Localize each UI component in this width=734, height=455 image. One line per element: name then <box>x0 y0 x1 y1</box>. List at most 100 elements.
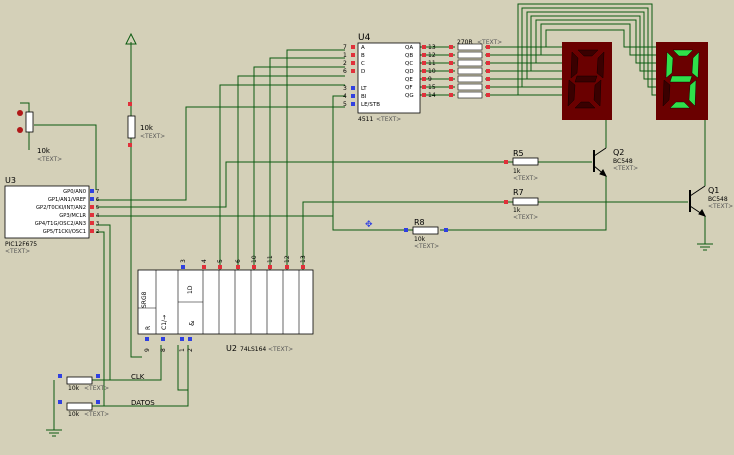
u4-pin-marker <box>422 69 426 73</box>
clk-r-value: 10k <box>68 385 80 392</box>
u4-pin-marker <box>422 61 426 65</box>
segment-a <box>672 49 694 57</box>
u3-pin-marker <box>90 205 94 209</box>
u3-pin-num: 2 <box>96 229 99 235</box>
rpack-pin-marker <box>449 85 453 89</box>
datos-r-text: <TEXT> <box>84 411 109 418</box>
rpack-pin-marker <box>486 45 490 49</box>
q2-ref: Q2 <box>613 148 624 157</box>
u4-pin-num: 7 <box>343 44 347 51</box>
u4-pin-name: QF <box>405 85 413 91</box>
u4-pin-marker <box>422 93 426 97</box>
u3-pin-num: 6 <box>96 197 99 203</box>
rpack-resistor <box>457 59 483 67</box>
display-right <box>656 42 708 120</box>
u4-pin-num: 5 <box>343 101 347 108</box>
u2-pin-marker <box>218 265 222 269</box>
u2-pin-num: 9 <box>144 348 151 352</box>
probe-cross-icon: ✥ <box>365 220 373 230</box>
u4-pin-marker <box>422 45 426 49</box>
u4-pin-name: D <box>361 69 365 75</box>
u3-pin-marker <box>90 213 94 217</box>
datos-resistor: 10k <TEXT> DATOS <box>58 399 155 418</box>
u4-pin-marker <box>351 45 355 49</box>
segment-f <box>570 51 579 79</box>
u4-pin-name: LT <box>361 86 367 92</box>
u2-c1: C1/→ <box>161 315 168 330</box>
probe-marker: ✥ <box>365 220 373 230</box>
u4-pin-marker <box>422 77 426 81</box>
u4-pin-num: 12 <box>428 52 436 59</box>
segment-b <box>596 51 605 79</box>
u4-text: <TEXT> <box>376 116 401 123</box>
u2-pin-num: 13 <box>300 255 307 263</box>
r5-ref: R5 <box>513 149 524 158</box>
rpack-pin-marker <box>486 93 490 97</box>
u2-srg: SRG8 <box>141 291 148 308</box>
rpack-pin-marker <box>486 85 490 89</box>
u2-pin-num: 3 <box>180 259 187 263</box>
u4-pin-name: QD <box>405 69 414 75</box>
u4-pin-marker <box>351 86 355 90</box>
clk-resistor: 10k <TEXT> CLK <box>58 373 145 392</box>
u3-pin-marker <box>90 221 94 225</box>
q1-part: BC548 <box>708 196 728 203</box>
u3-ref: U3 <box>5 176 16 185</box>
transistor-q2: Q2 BC548 <TEXT> <box>593 147 638 177</box>
pullup-text: <TEXT> <box>140 133 165 140</box>
rpack-pin-marker <box>486 61 490 65</box>
rpack-resistor <box>457 75 483 83</box>
segment-b <box>691 51 700 79</box>
u2-pin-marker <box>145 337 149 341</box>
u3-pin-num: 3 <box>96 221 99 227</box>
u4-pin-marker <box>422 85 426 89</box>
u2-pin-marker <box>202 265 206 269</box>
u3-pin-num: 4 <box>96 213 99 219</box>
u2-part: 74LS164 <box>240 346 266 353</box>
u3-pin-name: GP1/AN1/VREF <box>48 197 86 203</box>
u4-pin-name: QG <box>405 93 414 99</box>
q2-part: BC548 <box>613 158 633 165</box>
u2-pin-marker <box>301 265 305 269</box>
u4-pin-name: QE <box>405 77 413 83</box>
u2-pin-marker <box>252 265 256 269</box>
rpack-resistor <box>457 51 483 59</box>
q2-text: <TEXT> <box>613 165 638 172</box>
vcc-arrow-icon <box>125 32 137 45</box>
rpack-pin-marker <box>449 77 453 81</box>
u2-pin-num: 6 <box>235 259 242 263</box>
r7-ref: R7 <box>513 188 524 197</box>
u4-pin-num: 3 <box>343 85 347 92</box>
potentiometer: 10k <TEXT> <box>17 110 62 163</box>
u3-pin-name: GP2/T0CKI/INT/AN2 <box>36 205 86 211</box>
r8-ref: R8 <box>414 218 425 227</box>
rpack-pin-marker <box>449 93 453 97</box>
u3-pin-name: GP4/T1G/OSC2/AN3 <box>35 221 86 227</box>
rpack-text: <TEXT> <box>477 39 502 46</box>
u2-pin-num: 11 <box>267 255 274 263</box>
transistor-q1: Q1 BC548 <TEXT> <box>689 185 733 217</box>
u4-pin-name: QA <box>405 45 413 51</box>
segment-e <box>567 79 576 107</box>
u2-text: <TEXT> <box>268 346 293 353</box>
u4-pin-marker <box>351 69 355 73</box>
r7-text: <TEXT> <box>513 214 538 221</box>
u4-pin-num: 9 <box>428 76 432 83</box>
u4-pin-num: 1 <box>343 52 347 59</box>
clk-label: CLK <box>131 373 145 381</box>
u2-pin-num: 1 <box>179 348 186 352</box>
u4-pin-name: C <box>361 61 365 67</box>
u3-text: <TEXT> <box>5 248 30 255</box>
u2-pin-marker <box>268 265 272 269</box>
u3-pin-num: 5 <box>96 205 99 211</box>
resistor-r8: R8 10k <TEXT> <box>404 218 448 250</box>
q1-text: <TEXT> <box>708 203 733 210</box>
resistor-pack: 270R <TEXT> <box>449 39 502 99</box>
pot-value: 10k <box>37 147 51 155</box>
u2-r: R <box>145 326 152 330</box>
r8-value: 10k <box>414 236 426 243</box>
u2-pin-marker <box>236 265 240 269</box>
rpack-resistor <box>457 43 483 51</box>
